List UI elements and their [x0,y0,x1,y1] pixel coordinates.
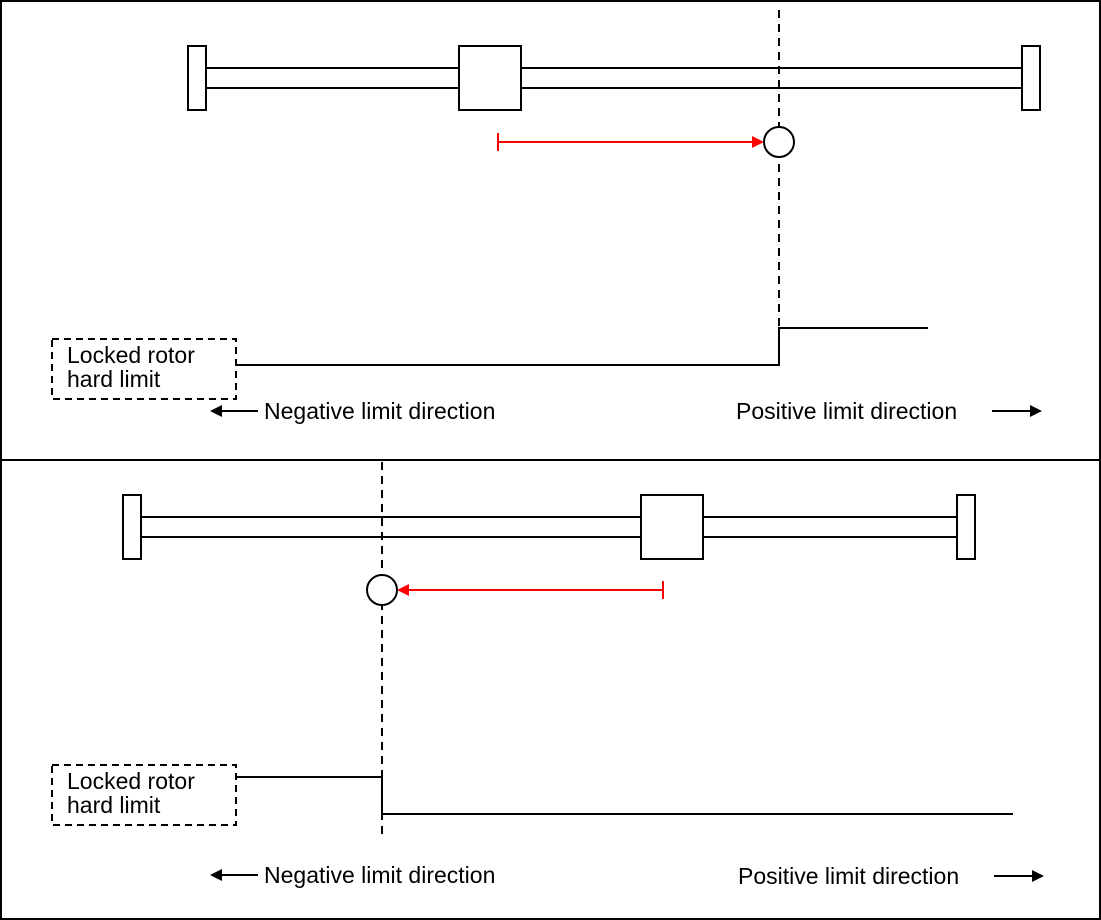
carriage [640,494,704,560]
locked-rotor-label-line1: Locked rotor [67,768,195,794]
signal-waveform [236,327,928,366]
negative-direction-label: Negative limit direction [264,862,495,888]
rail-left-stop [187,45,207,111]
locked-rotor-box [51,338,237,400]
negative-direction-label: Negative limit direction [264,398,495,424]
signal-waveform [236,776,1013,815]
rail-right-stop [956,494,976,560]
panel-top: Locked rotor hard limit Negative limit d… [51,10,1042,424]
carriage [458,45,522,111]
rail-right-stop [1021,45,1041,111]
rail [122,494,976,560]
rail-bar [205,67,1023,89]
locked-rotor-label-line1: Locked rotor [67,342,195,368]
positive-direction-label: Positive limit direction [736,398,957,424]
locked-rotor-box [51,764,237,826]
positive-direction-label: Positive limit direction [738,863,959,889]
rail-bar [140,516,958,538]
rail-left-stop [122,494,142,560]
limit-point-marker [763,126,795,158]
rail [187,45,1041,111]
locked-rotor-label-line2: hard limit [67,792,161,818]
locked-rotor-label-line2: hard limit [67,366,161,392]
limit-point-marker [366,574,398,606]
panel-bottom: Locked rotor hard limit Negative limit d… [51,462,1044,889]
